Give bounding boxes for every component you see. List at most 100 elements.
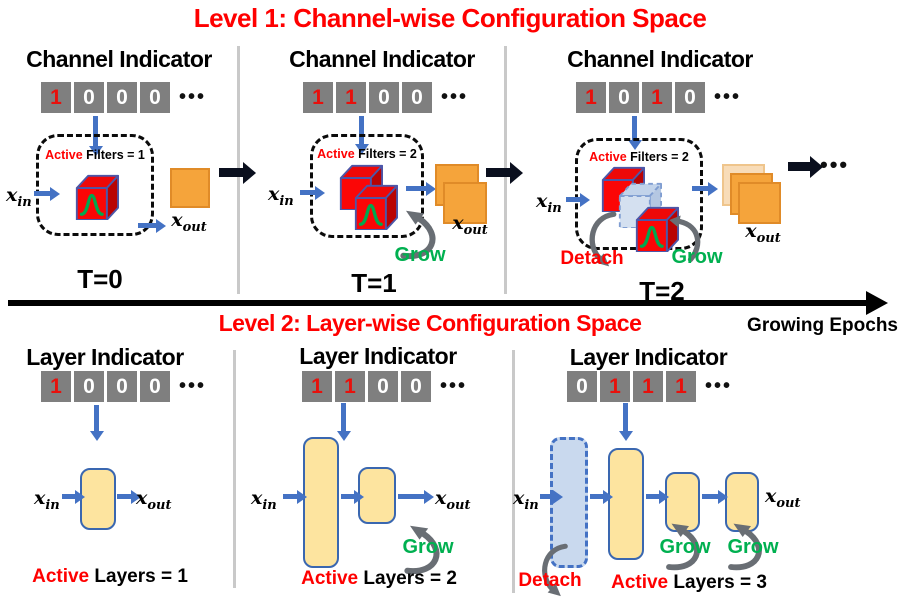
active-word: Active — [301, 568, 359, 589]
filters-count: Filters = 2 — [626, 150, 689, 164]
input-arrow-icon — [300, 190, 315, 195]
detach-label: Detach — [518, 570, 582, 591]
output-arrow-icon — [117, 494, 131, 499]
level1-panel-t2: Channel Indicator 1 0 1 0 ••• Active Fil… — [520, 42, 900, 306]
panel-heading: Channel Indicator — [567, 46, 753, 72]
x-symbol: x — [136, 487, 148, 509]
x-symbol: x — [251, 487, 263, 509]
output-arrow-icon — [406, 186, 426, 191]
active-filters-label: Active Filters = 2 — [575, 150, 703, 164]
layer-block — [608, 448, 644, 560]
feature-map — [170, 168, 210, 208]
indicator-bit: 1 — [666, 371, 696, 402]
active-layers-label: Active Layers = 3 — [585, 572, 793, 594]
x-symbol: x — [513, 487, 525, 509]
indicator-bit: 1 — [336, 82, 366, 113]
x-symbol: x — [34, 487, 46, 509]
in-subscript: in — [279, 193, 294, 209]
layers-count: Layers = 3 — [668, 572, 767, 593]
detach-arrow-icon — [542, 543, 568, 597]
layer-indicator-row: 1 0 0 0 ••• — [41, 371, 206, 402]
filter-cube-icon — [354, 184, 398, 230]
active-word: Active — [589, 150, 627, 164]
level2-title: Level 2: Layer-wise Configuration Space — [218, 310, 642, 336]
out-subscript: out — [776, 495, 801, 511]
next-step-arrow-icon — [788, 162, 810, 171]
ellipsis: ••• — [179, 86, 207, 108]
indicator-bit: 0 — [609, 82, 639, 113]
indicator-bit: 0 — [402, 82, 432, 113]
out-subscript: out — [147, 497, 172, 513]
x-in-label: xin — [6, 184, 32, 210]
channel-indicator-row: 1 0 1 0 ••• — [576, 82, 741, 113]
level1-title: Level 1: Channel-wise Configuration Spac… — [193, 3, 707, 33]
indicator-to-box-arrow-icon — [359, 116, 364, 144]
active-word: Active — [45, 148, 83, 162]
output-arrow-icon — [692, 186, 708, 191]
indicator-to-box-arrow-icon — [93, 116, 98, 146]
feature-map — [738, 182, 781, 224]
active-layers-label: Active Layers = 1 — [8, 566, 212, 588]
panel-heading: Layer Indicator — [26, 344, 184, 370]
indicator-bit: 1 — [41, 82, 71, 113]
panel-heading: Channel Indicator — [289, 46, 475, 72]
out-subscript: out — [182, 219, 207, 235]
panel-heading: Channel Indicator — [26, 46, 212, 72]
channel-indicator-row: 1 1 0 0 ••• — [303, 82, 468, 113]
layer-indicator-row: 0 1 1 1 ••• — [567, 371, 732, 402]
detach-arrow-icon — [589, 211, 617, 267]
level2-panel-3: Layer Indicator 0 1 1 1 ••• xin xout Gro… — [513, 342, 900, 600]
grow-arrow-icon — [400, 210, 436, 260]
indicator-bit: 1 — [600, 371, 630, 402]
filter-cube-icon — [635, 206, 679, 252]
grow-label: Grow — [659, 536, 711, 558]
x-in-label: xin — [251, 487, 277, 513]
input-arrow-icon — [62, 494, 75, 499]
level2-panel-2: Layer Indicator 1 1 0 0 ••• xin xout Gro… — [245, 342, 512, 600]
timestep-label: T=1 — [351, 268, 397, 298]
x-out-label: xout — [136, 487, 192, 513]
out-subscript: out — [446, 497, 471, 513]
input-arrow-icon — [283, 494, 297, 499]
filters-count: Filters = 2 — [354, 147, 417, 161]
input-arrow-icon — [566, 197, 580, 202]
in-subscript: in — [524, 497, 539, 513]
in-subscript: in — [262, 497, 277, 513]
in-subscript: in — [17, 194, 32, 210]
grow-label: Grow — [394, 244, 446, 266]
detach-label: Detach — [560, 248, 624, 269]
indicator-bit: 0 — [675, 82, 705, 113]
ellipsis: ••• — [714, 86, 742, 108]
x-symbol: x — [6, 184, 18, 206]
ellipsis: ••• — [440, 375, 468, 397]
indicator-bit: 0 — [369, 82, 399, 113]
ellipsis: ••• — [441, 86, 469, 108]
filter-cube-icon — [75, 174, 119, 220]
x-in-label: xin — [34, 487, 60, 513]
output-arrow-icon — [138, 223, 156, 228]
indicator-bit: 0 — [107, 82, 137, 113]
layer-block — [80, 468, 116, 530]
x-out-label: xout — [440, 212, 500, 238]
indicator-bit: 0 — [74, 82, 104, 113]
grow-arrow-icon — [404, 525, 440, 575]
indicator-bit: 0 — [368, 371, 398, 402]
grow-label: Grow — [727, 536, 779, 558]
grow-label: Grow — [402, 536, 454, 558]
level2-panel-1: Layer Indicator 1 0 0 0 ••• xin xout Act… — [0, 342, 233, 600]
x-symbol: x — [268, 183, 280, 205]
active-word: Active — [32, 566, 90, 587]
out-subscript: out — [756, 230, 781, 246]
level1-panel-t0: Channel Indicator 1 0 0 0 ••• Active Fil… — [0, 42, 238, 304]
x-out-label: xout — [435, 487, 493, 513]
indicator-arrow-icon — [94, 405, 99, 431]
input-arrow-icon — [540, 494, 553, 499]
grow-arrow-icon — [728, 523, 762, 571]
layer-block — [303, 437, 339, 568]
next-step-arrow-icon — [486, 168, 510, 177]
in-subscript: in — [547, 200, 562, 216]
indicator-arrow-icon — [623, 403, 628, 431]
x-in-label: xin — [513, 487, 539, 513]
x-symbol: x — [435, 487, 447, 509]
active-filters-label: Active Filters = 1 — [36, 148, 154, 162]
